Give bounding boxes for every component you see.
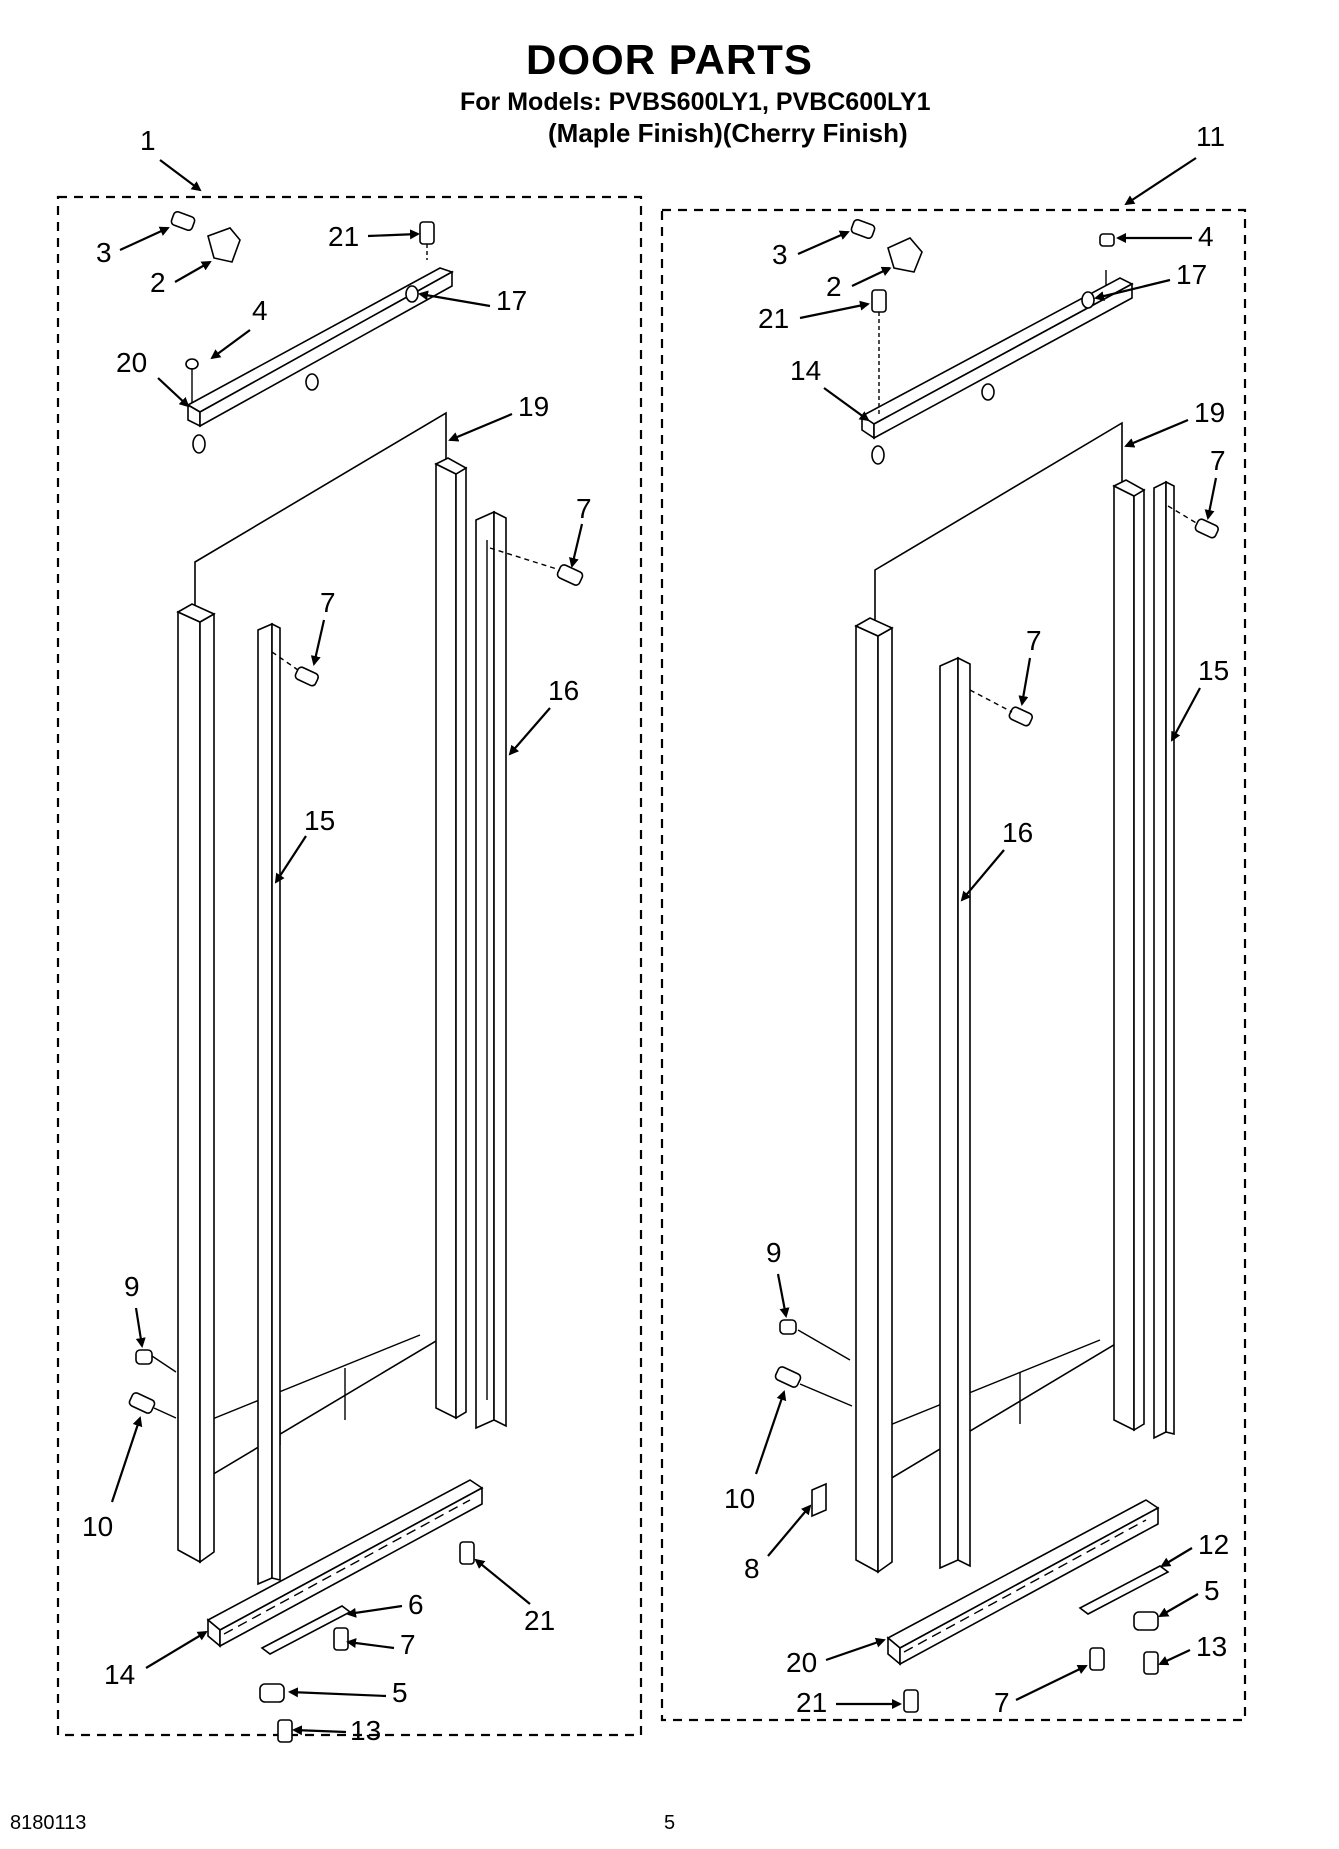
callout-19r: 19 <box>1194 397 1225 428</box>
left-bottom-sweep <box>206 1479 484 1648</box>
left-assembly-boundary <box>56 195 643 1737</box>
right-trim-15 <box>1153 480 1175 1440</box>
callout-7r2: 7 <box>1026 625 1042 656</box>
right-left-stile <box>854 617 894 1574</box>
left-trim-15 <box>257 622 281 1586</box>
left-trim-16 <box>475 510 507 1430</box>
callout-5: 5 <box>392 1677 408 1708</box>
callout-9r: 9 <box>766 1237 782 1268</box>
callout-8: 8 <box>744 1553 760 1584</box>
right-assembly-boundary <box>660 208 1247 1722</box>
callout-12: 12 <box>1198 1529 1229 1560</box>
callout-4r: 4 <box>1198 221 1214 252</box>
callout-15r: 15 <box>1198 655 1229 686</box>
callout-13r: 13 <box>1196 1631 1227 1662</box>
page-number: 5 <box>664 1812 676 1834</box>
callout-7c: 7 <box>400 1629 416 1660</box>
right-top-bracket <box>860 270 1134 465</box>
doc-number: 8180113 <box>10 1812 87 1834</box>
callout-10: 10 <box>82 1511 113 1542</box>
callout-6: 6 <box>408 1589 424 1620</box>
left-top-hinge <box>170 210 435 263</box>
callout-20r: 20 <box>786 1647 817 1678</box>
callout-2: 2 <box>150 267 166 298</box>
exploded-parts-diagram: 1 3 2 21 4 17 20 19 7 7 16 15 9 <box>56 121 1247 1746</box>
callout-14r: 14 <box>790 355 821 386</box>
right-glass-panel <box>874 421 1123 1490</box>
callout-2r: 2 <box>826 271 842 302</box>
callout-20: 20 <box>116 347 147 378</box>
callout-19: 19 <box>518 391 549 422</box>
page-title: DOOR PARTS <box>526 36 813 83</box>
callout-16: 16 <box>548 675 579 706</box>
right-top-hinge <box>850 218 1115 416</box>
callout-14: 14 <box>104 1659 135 1690</box>
right-bottom-sweep <box>886 1499 1160 1666</box>
callout-5r: 5 <box>1204 1575 1220 1606</box>
callout-7b: 7 <box>320 587 336 618</box>
callout-4: 4 <box>252 295 268 326</box>
callout-10r: 10 <box>724 1483 755 1514</box>
right-door-assembly: 11 3 2 4 21 17 14 19 7 7 15 16 9 <box>660 121 1247 1722</box>
callout-13: 13 <box>350 1715 381 1746</box>
callout-3: 3 <box>96 237 112 268</box>
callout-21b: 21 <box>524 1605 555 1636</box>
right-callouts: 11 3 2 4 21 17 14 19 7 7 15 16 9 <box>724 121 1229 1718</box>
callout-15: 15 <box>304 805 335 836</box>
models-line: For Models: PVBS600LY1, PVBC600LY1 <box>460 88 931 116</box>
left-stile <box>176 603 216 1564</box>
left-top-bracket <box>185 267 454 454</box>
left-glass-panel <box>194 411 447 1487</box>
callout-21: 21 <box>328 221 359 252</box>
callout-1: 1 <box>140 125 156 156</box>
callout-11: 11 <box>1196 121 1225 152</box>
finish-line: (Maple Finish)(Cherry Finish) <box>548 118 908 148</box>
callout-9: 9 <box>124 1271 140 1302</box>
left-right-stile <box>434 457 468 1420</box>
right-right-stile <box>1112 479 1146 1432</box>
callout-7r3: 7 <box>994 1687 1010 1718</box>
callout-7r1: 7 <box>1210 445 1226 476</box>
callout-21r: 21 <box>758 303 789 334</box>
callout-17r: 17 <box>1176 259 1207 290</box>
callout-7a: 7 <box>576 493 592 524</box>
left-door-assembly: 1 3 2 21 4 17 20 19 7 7 16 15 9 <box>56 125 643 1746</box>
callout-3r: 3 <box>772 239 788 270</box>
right-trim-16 <box>939 656 971 1570</box>
left-callouts: 1 3 2 21 4 17 20 19 7 7 16 15 9 <box>82 125 592 1746</box>
callout-21r2: 21 <box>796 1687 827 1718</box>
callout-17: 17 <box>496 285 527 316</box>
callout-16r: 16 <box>1002 817 1033 848</box>
